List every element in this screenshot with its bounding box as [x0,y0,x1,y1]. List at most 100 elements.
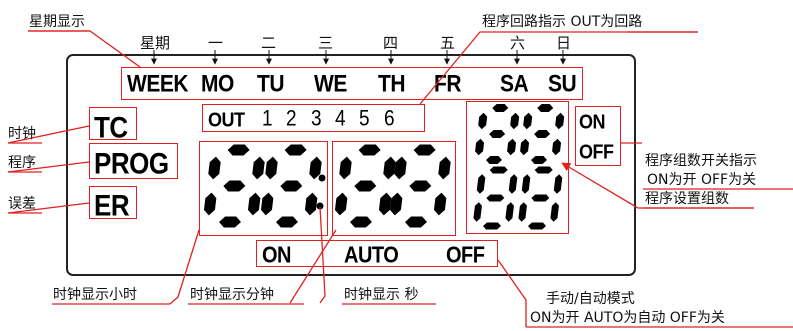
digit-segment [247,192,261,216]
digit-segment [518,202,527,222]
er-box [89,186,137,219]
ann-program-loop: 程序回路指示 OUT为回路 [482,14,643,30]
prog-box [89,143,178,179]
digit-segment [531,194,550,202]
digit-segment [492,104,509,112]
digit-segment [409,180,432,192]
group-onoff-box [575,106,621,166]
ann-second-display: 时钟显示 秒 [344,287,419,303]
ann-hour-display: 时钟显示小时 [53,287,137,303]
day-cn-label: 星期 [140,34,171,52]
ann-program: 程序 [8,155,36,171]
hour-digits-box [199,141,328,236]
digit-segment [413,144,436,156]
minute-digit-tens [334,144,396,228]
digit-segment [252,156,265,180]
day-cn-sat: 六 [510,34,526,52]
lcd-day-su: SU [548,71,577,98]
digit-segment [537,104,554,112]
digit-segment [284,144,307,156]
digit-segment [304,192,318,216]
digit-segment [309,156,322,180]
digit-segment [350,216,372,228]
digit-segment [475,138,485,156]
digit-segment [476,174,486,194]
ann-error: 误差 [8,196,36,212]
lcd-out-3: 3 [311,107,322,132]
digit-segment [203,192,217,216]
hour-digit-ones [260,144,322,228]
lcd-out-4: 4 [335,107,346,132]
ann-mode-1: 手动/自动模式 [546,291,635,307]
day-cn-thu: 四 [383,34,399,52]
digit-segment [223,180,246,192]
day-cn-sun: 日 [556,34,572,52]
ann-clock: 时钟 [8,126,36,142]
digit-segment [552,138,562,156]
lcd-week-word: WEEK [127,71,189,98]
digit-segment [520,138,530,156]
digit-segment [219,216,241,228]
lcd-prog: PROG [94,146,169,181]
ann-group-switch-1: 程序组数开关指示 [645,153,757,169]
group-bottom-digit-2 [518,166,563,230]
lcd-out-2: 2 [286,107,297,132]
digit-segment [260,192,274,216]
group-top-digit-1 [475,104,520,164]
day-cn-fri: 五 [440,34,456,52]
digit-segment [280,180,303,192]
digit-segment [534,130,551,138]
tc-box [89,107,137,140]
digit-segment [486,194,505,202]
ann-minute-display: 时钟显示分钟 [190,287,274,303]
day-cn-wed: 三 [318,34,334,52]
ann-group-switch-2: ON为开 OFF为关 [647,172,757,188]
digit-segment [354,180,377,192]
lcd-day-tu: TU [257,71,285,98]
day-cn-mon: 一 [208,34,224,52]
minute-digit-ones [389,144,451,228]
digit-segment [334,192,348,216]
lcd-day-mo: MO [201,71,234,98]
lcd-mode-on: ON [262,243,292,269]
lcd-group-on: ON [579,110,606,133]
lcd-day-sa: SA [500,71,529,98]
lcd-out-word: OUT [208,108,245,131]
lcd-day-we: WE [314,71,347,98]
ann-mode-2: ON为开 AUTO为自动 OFF为关 [530,310,725,326]
lcd-mode-off: OFF [446,243,485,269]
lcd-day-th: TH [378,71,406,98]
digit-segment [276,216,298,228]
digit-segment [550,202,559,222]
lcd-out-6: 6 [384,107,395,132]
lcd-out-5: 5 [359,107,370,132]
lcd-out-1: 1 [262,107,273,132]
out-row-box [202,104,425,132]
clock-colon-top [318,174,326,182]
digit-segment [507,138,517,156]
digit-segment [531,156,547,164]
ann-group-setting: 程序设置组数 [645,191,729,207]
digit-segment [473,202,482,222]
digit-segment [505,202,514,222]
digit-segment [486,156,502,164]
lcd-er: ER [94,188,130,223]
digit-segment [378,192,392,216]
mode-row-box [256,240,498,267]
clock-colon-bottom [316,202,324,210]
digit-segment [489,166,508,174]
lcd-tc: TC [94,110,128,145]
group-top-digit-2 [520,104,565,164]
day-cn-tue: 二 [261,34,277,52]
digit-segment [553,174,563,194]
digit-segment [208,156,221,180]
lcd-group-off: OFF [579,140,614,163]
digit-segment [510,112,520,130]
digit-segment [227,144,250,156]
digit-segment [528,222,546,230]
digit-segment [478,112,488,130]
digit-segment [433,192,447,216]
